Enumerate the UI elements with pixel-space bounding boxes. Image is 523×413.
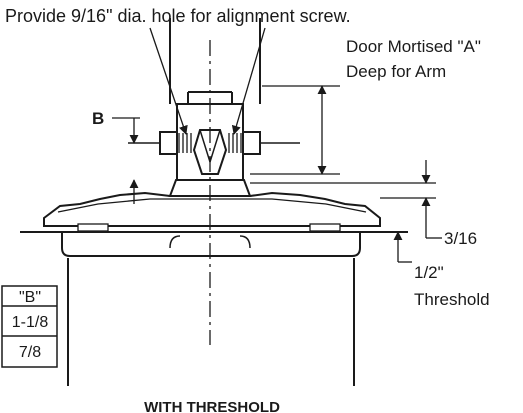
threshold-plate (43, 191, 381, 227)
b-label: B (92, 109, 104, 128)
dim-threshold (393, 231, 412, 263)
b-table: "B" 1-1/8 7/8 (1, 285, 58, 368)
arm-assembly (128, 91, 300, 197)
dim-3-16-label: 3/16 (444, 229, 477, 248)
mortise-note-line1: Door Mortised "A" (346, 37, 481, 56)
threshold-value-label: 1/2" (414, 263, 444, 282)
threshold-word-label: Threshold (414, 290, 490, 309)
b-table-row-2: 7/8 (19, 344, 41, 361)
hole-note: Provide 9/16" dia. hole for alignment sc… (5, 6, 351, 26)
b-table-header: "B" (19, 289, 41, 306)
mortise-note-line2: Deep for Arm (346, 62, 446, 81)
closer-body (61, 223, 361, 386)
dim-a (250, 85, 340, 175)
dim-3-16 (250, 160, 442, 239)
b-table-row-1: 1-1/8 (12, 314, 49, 331)
hole-note-leaders (149, 27, 266, 135)
dim-b (112, 117, 140, 204)
door-column (169, 18, 261, 104)
caption: WITH THRESHOLD (144, 399, 280, 413)
